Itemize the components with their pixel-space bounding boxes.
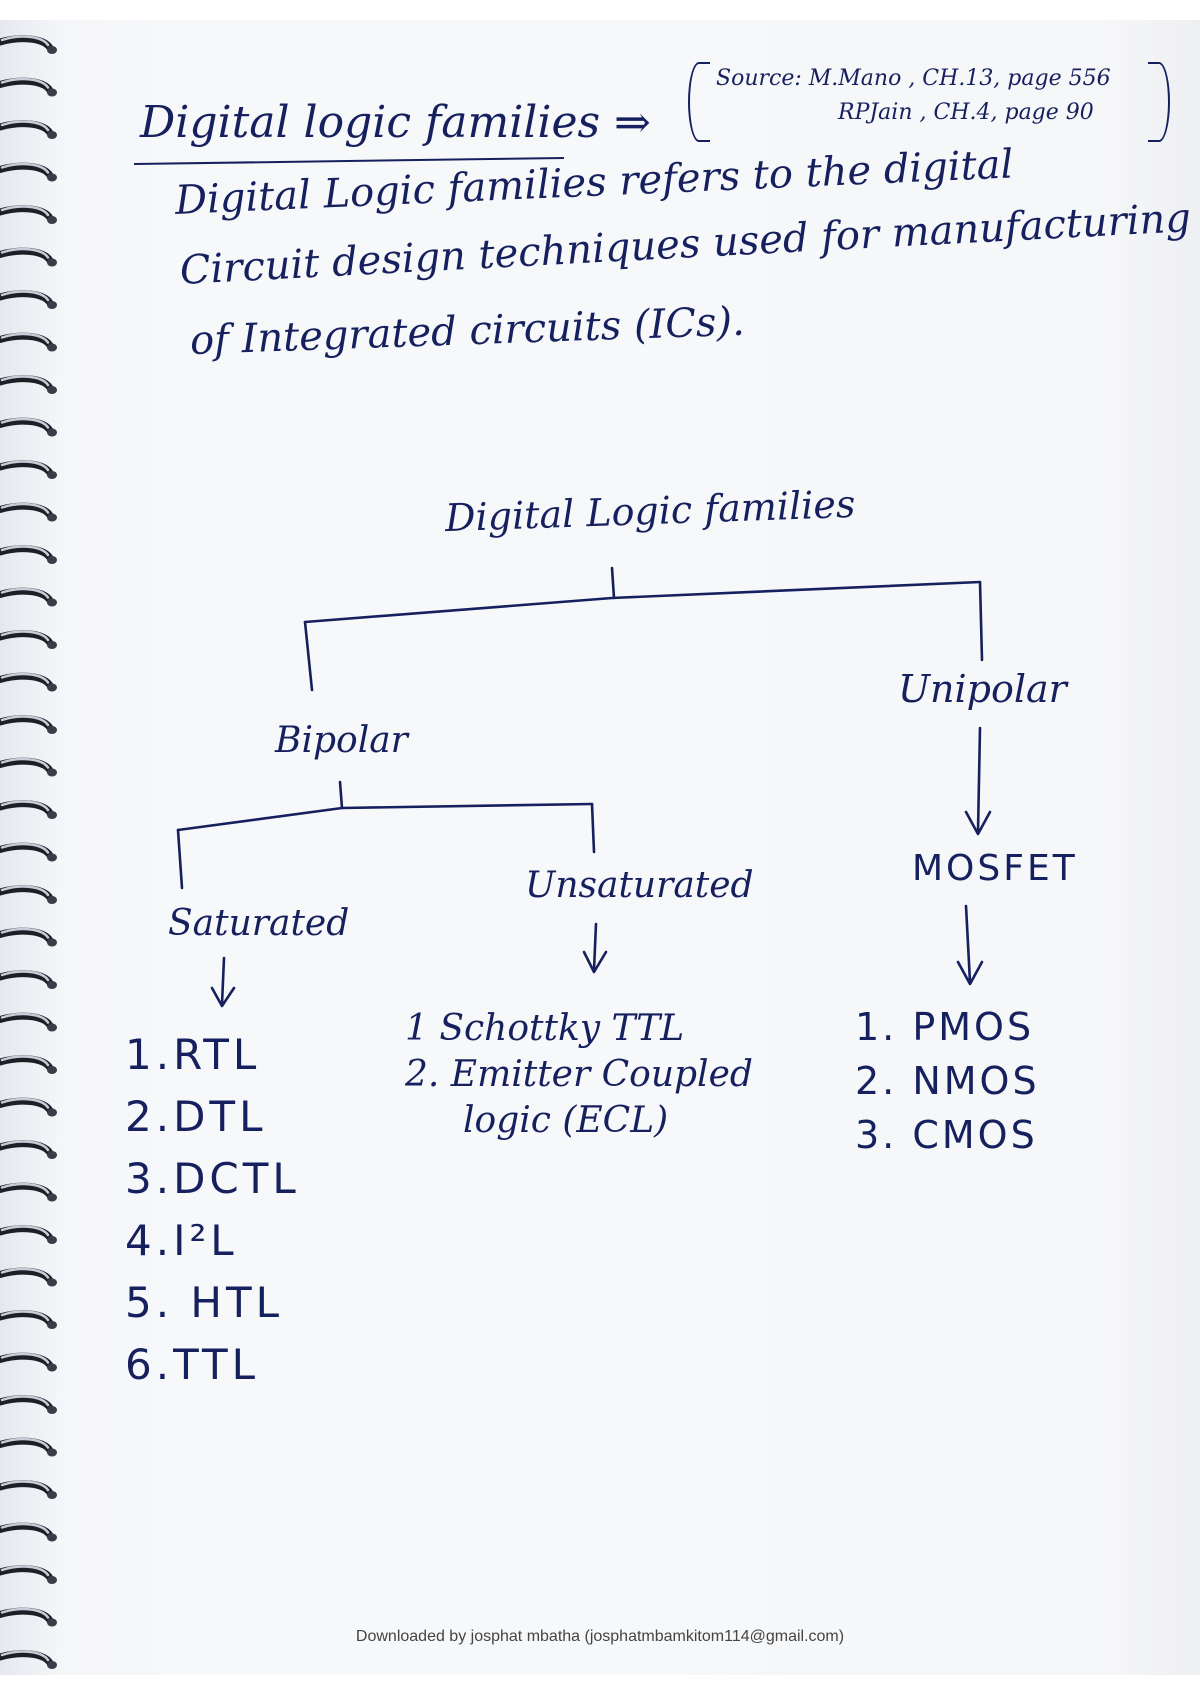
spiral-ring [0, 927, 57, 947]
spiral-ring [0, 375, 57, 394]
unipolar-drop-line [978, 580, 984, 662]
spiral-ring [0, 1012, 57, 1032]
saturated-arrow-head [210, 986, 236, 1008]
spiral-ring [0, 290, 57, 309]
root-stem-line [610, 566, 616, 600]
mosfet-family-list: 1. PMOS 2. NMOS 3. CMOS [855, 1005, 1040, 1167]
spiral-ring [0, 247, 57, 267]
spiral-ring [0, 672, 57, 692]
list-item: 1 Schottky TTL [405, 1008, 685, 1049]
root-branch-bar [303, 580, 982, 624]
list-item: 5. HTL [125, 1278, 284, 1327]
list-item: 4.I²L [125, 1216, 238, 1265]
spiral-ring [0, 1480, 57, 1499]
paper-background [0, 20, 1200, 1675]
list-item: 3.DCTL [125, 1154, 300, 1203]
bipolar-stem-line [338, 780, 344, 810]
list-item: logic (ECL) [463, 1100, 669, 1141]
source-line-2: RPJain , CH.4, page 90 [838, 100, 1094, 125]
spiral-ring [0, 417, 57, 437]
list-item: 2.DTL [125, 1092, 267, 1141]
spiral-ring [0, 1565, 57, 1584]
list-item: 1. PMOS [855, 1005, 1035, 1049]
saturated-family-list: 1.RTL 2.DTL 3.DCTL 4.I²L 5. HTL 6.TTL [125, 1030, 300, 1402]
saturated-drop-line [176, 828, 184, 890]
list-item: 2. Emitter Coupled [405, 1054, 753, 1095]
page-title: Digital logic families ⇒ [140, 97, 651, 148]
tree-unsaturated-label: Unsaturated [525, 865, 754, 906]
tree-unipolar-label: Unipolar [898, 667, 1067, 711]
tree-saturated-label: Saturated [168, 903, 350, 944]
tree-mosfet-label: MOSFET [912, 848, 1078, 889]
spiral-ring [0, 205, 57, 224]
spiral-ring [0, 1607, 57, 1627]
spiral-ring [0, 1650, 57, 1669]
spiral-ring [0, 502, 57, 522]
saturated-arrow-line [220, 956, 226, 1006]
bipolar-drop-line [303, 620, 314, 692]
source-close-paren [1148, 62, 1170, 142]
spiral-ring [0, 1522, 57, 1542]
download-footer: Downloaded by josphat mbatha (josphatmba… [355, 1628, 845, 1645]
spiral-binding [0, 35, 57, 1669]
unsaturated-arrow-line [592, 922, 598, 972]
spiral-ring [0, 800, 57, 819]
list-item: 3. CMOS [855, 1113, 1038, 1157]
spiral-ring [0, 35, 57, 54]
spiral-ring [0, 970, 57, 989]
spiral-ring [0, 885, 57, 904]
unsaturated-family-list: 1 Schottky TTL 2. Emitter Coupled logic … [405, 1008, 753, 1146]
mosfet-arrow-line [964, 904, 972, 984]
spiral-ring [0, 77, 57, 97]
list-item: 2. NMOS [855, 1059, 1040, 1103]
spiral-ring [0, 587, 57, 607]
unsaturated-arrow-head [582, 950, 608, 974]
spiral-ring [0, 757, 57, 777]
spiral-ring [0, 842, 57, 862]
unsaturated-drop-line [590, 802, 596, 854]
spiral-ring [0, 332, 57, 352]
spiral-ring [0, 545, 57, 564]
tree-bipolar-label: Bipolar [275, 720, 408, 761]
spiral-ring [0, 1267, 57, 1287]
unipolar-arrow-line [976, 726, 982, 834]
spiral-ring [0, 120, 57, 139]
list-item: 1.RTL [125, 1030, 261, 1079]
bipolar-branch-bar [176, 802, 594, 832]
spiral-ring [0, 1437, 57, 1457]
spiral-ring [0, 1097, 57, 1117]
source-open-paren [688, 62, 710, 142]
list-item: 6.TTL [125, 1340, 260, 1389]
spiral-ring [0, 1395, 57, 1414]
spiral-ring [0, 630, 57, 649]
unipolar-arrow-head [964, 810, 992, 836]
spiral-ring [0, 1310, 57, 1329]
spiral-ring [0, 1140, 57, 1159]
spiral-ring [0, 460, 57, 479]
spiral-ring [0, 1352, 57, 1372]
spiral-ring [0, 162, 57, 182]
spiral-ring [0, 1225, 57, 1244]
spiral-ring [0, 1055, 57, 1074]
mosfet-arrow-head [956, 960, 984, 986]
spiral-ring [0, 1182, 57, 1202]
spiral-ring [0, 715, 57, 734]
source-citation: Source: M.Mano , CH.13, page 556 RPJain … [688, 62, 1170, 142]
source-line-1: Source: M.Mano , CH.13, page 556 [716, 66, 1111, 91]
